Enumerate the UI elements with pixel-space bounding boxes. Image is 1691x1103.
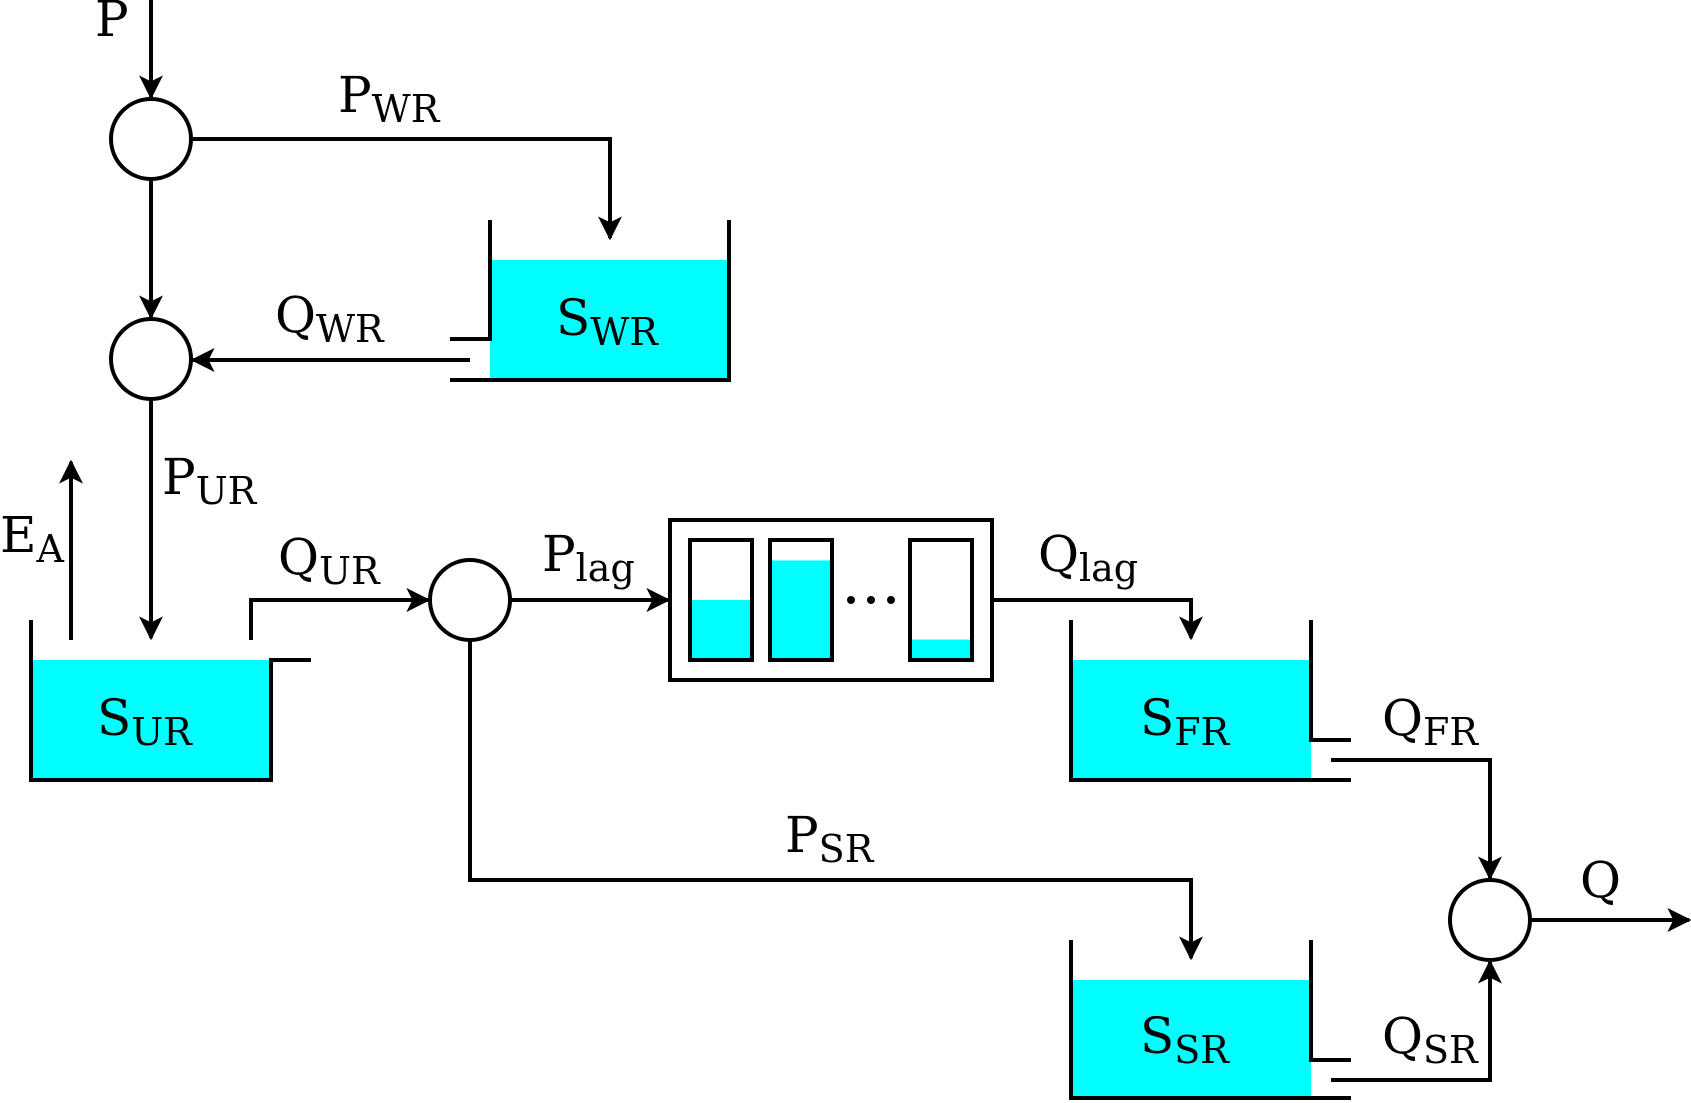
flux-label-qlag: Qlag: [1038, 525, 1138, 590]
lag-bin-1-water: [690, 600, 752, 660]
store-label-ur: SUR: [97, 689, 193, 754]
lag-ellipsis-dot: [867, 596, 875, 604]
junction-sum-q: [1448, 878, 1532, 962]
lag-bins: [688, 538, 974, 662]
lag-bin-3-water: [910, 639, 972, 660]
flux-qfr-arrow: [1331, 758, 1502, 881]
flux-label-qwr: QWR: [275, 286, 385, 351]
flux-qlag-arrow: [992, 598, 1203, 641]
lag-bin-3: [908, 538, 974, 662]
flux-label-ea: EA: [0, 506, 65, 571]
flux-qur-arrow: [249, 588, 431, 640]
store-fr-tank-right: [1309, 620, 1351, 742]
junction-merge-wr: [109, 317, 193, 401]
lag-bin-2-water: [770, 560, 832, 660]
lag-bin-1: [688, 538, 754, 662]
flux-qsr-arrow: [1331, 959, 1502, 1082]
junction-split-ur: [428, 558, 512, 642]
lag-bin-2: [768, 538, 834, 662]
lag-ellipsis-dot: [887, 596, 895, 604]
store-label-sr: SSR: [1140, 1007, 1230, 1072]
store-wr-tank-right: [450, 220, 731, 382]
junction-split-precip: [109, 97, 193, 181]
flux-label-p: P: [95, 0, 129, 48]
store-fr-tank: [1069, 620, 1351, 782]
store-fr-water: [1071, 660, 1311, 780]
flux-label-pur: PUR: [162, 448, 258, 513]
store-label-fr: SFR: [1140, 689, 1231, 754]
flux-label-q: Q: [1580, 851, 1621, 909]
flux-pwr-arrow: [191, 137, 622, 241]
store-sr-water: [1071, 980, 1311, 1098]
lag-ellipsis-dot: [847, 596, 855, 604]
store-label-wr: SWR: [556, 289, 659, 354]
store-wr-water: [490, 260, 729, 380]
flux-label-pwr: PWR: [338, 66, 441, 131]
flux-label-qsr: QSR: [1382, 1007, 1479, 1072]
flux-label-plag: Plag: [542, 525, 635, 590]
store-sr-tank: [1069, 940, 1351, 1100]
flux-label-qur: QUR: [278, 528, 381, 593]
store-sr-tank-right: [1309, 940, 1351, 1062]
flux-psr-arrow: [468, 640, 1203, 961]
store-ur-tank: [29, 620, 311, 782]
store-ur-water: [31, 660, 271, 780]
flux-label-psr: PSR: [785, 806, 875, 871]
flux-label-qfr: QFR: [1382, 689, 1479, 754]
store-wr-tank: [450, 220, 492, 341]
